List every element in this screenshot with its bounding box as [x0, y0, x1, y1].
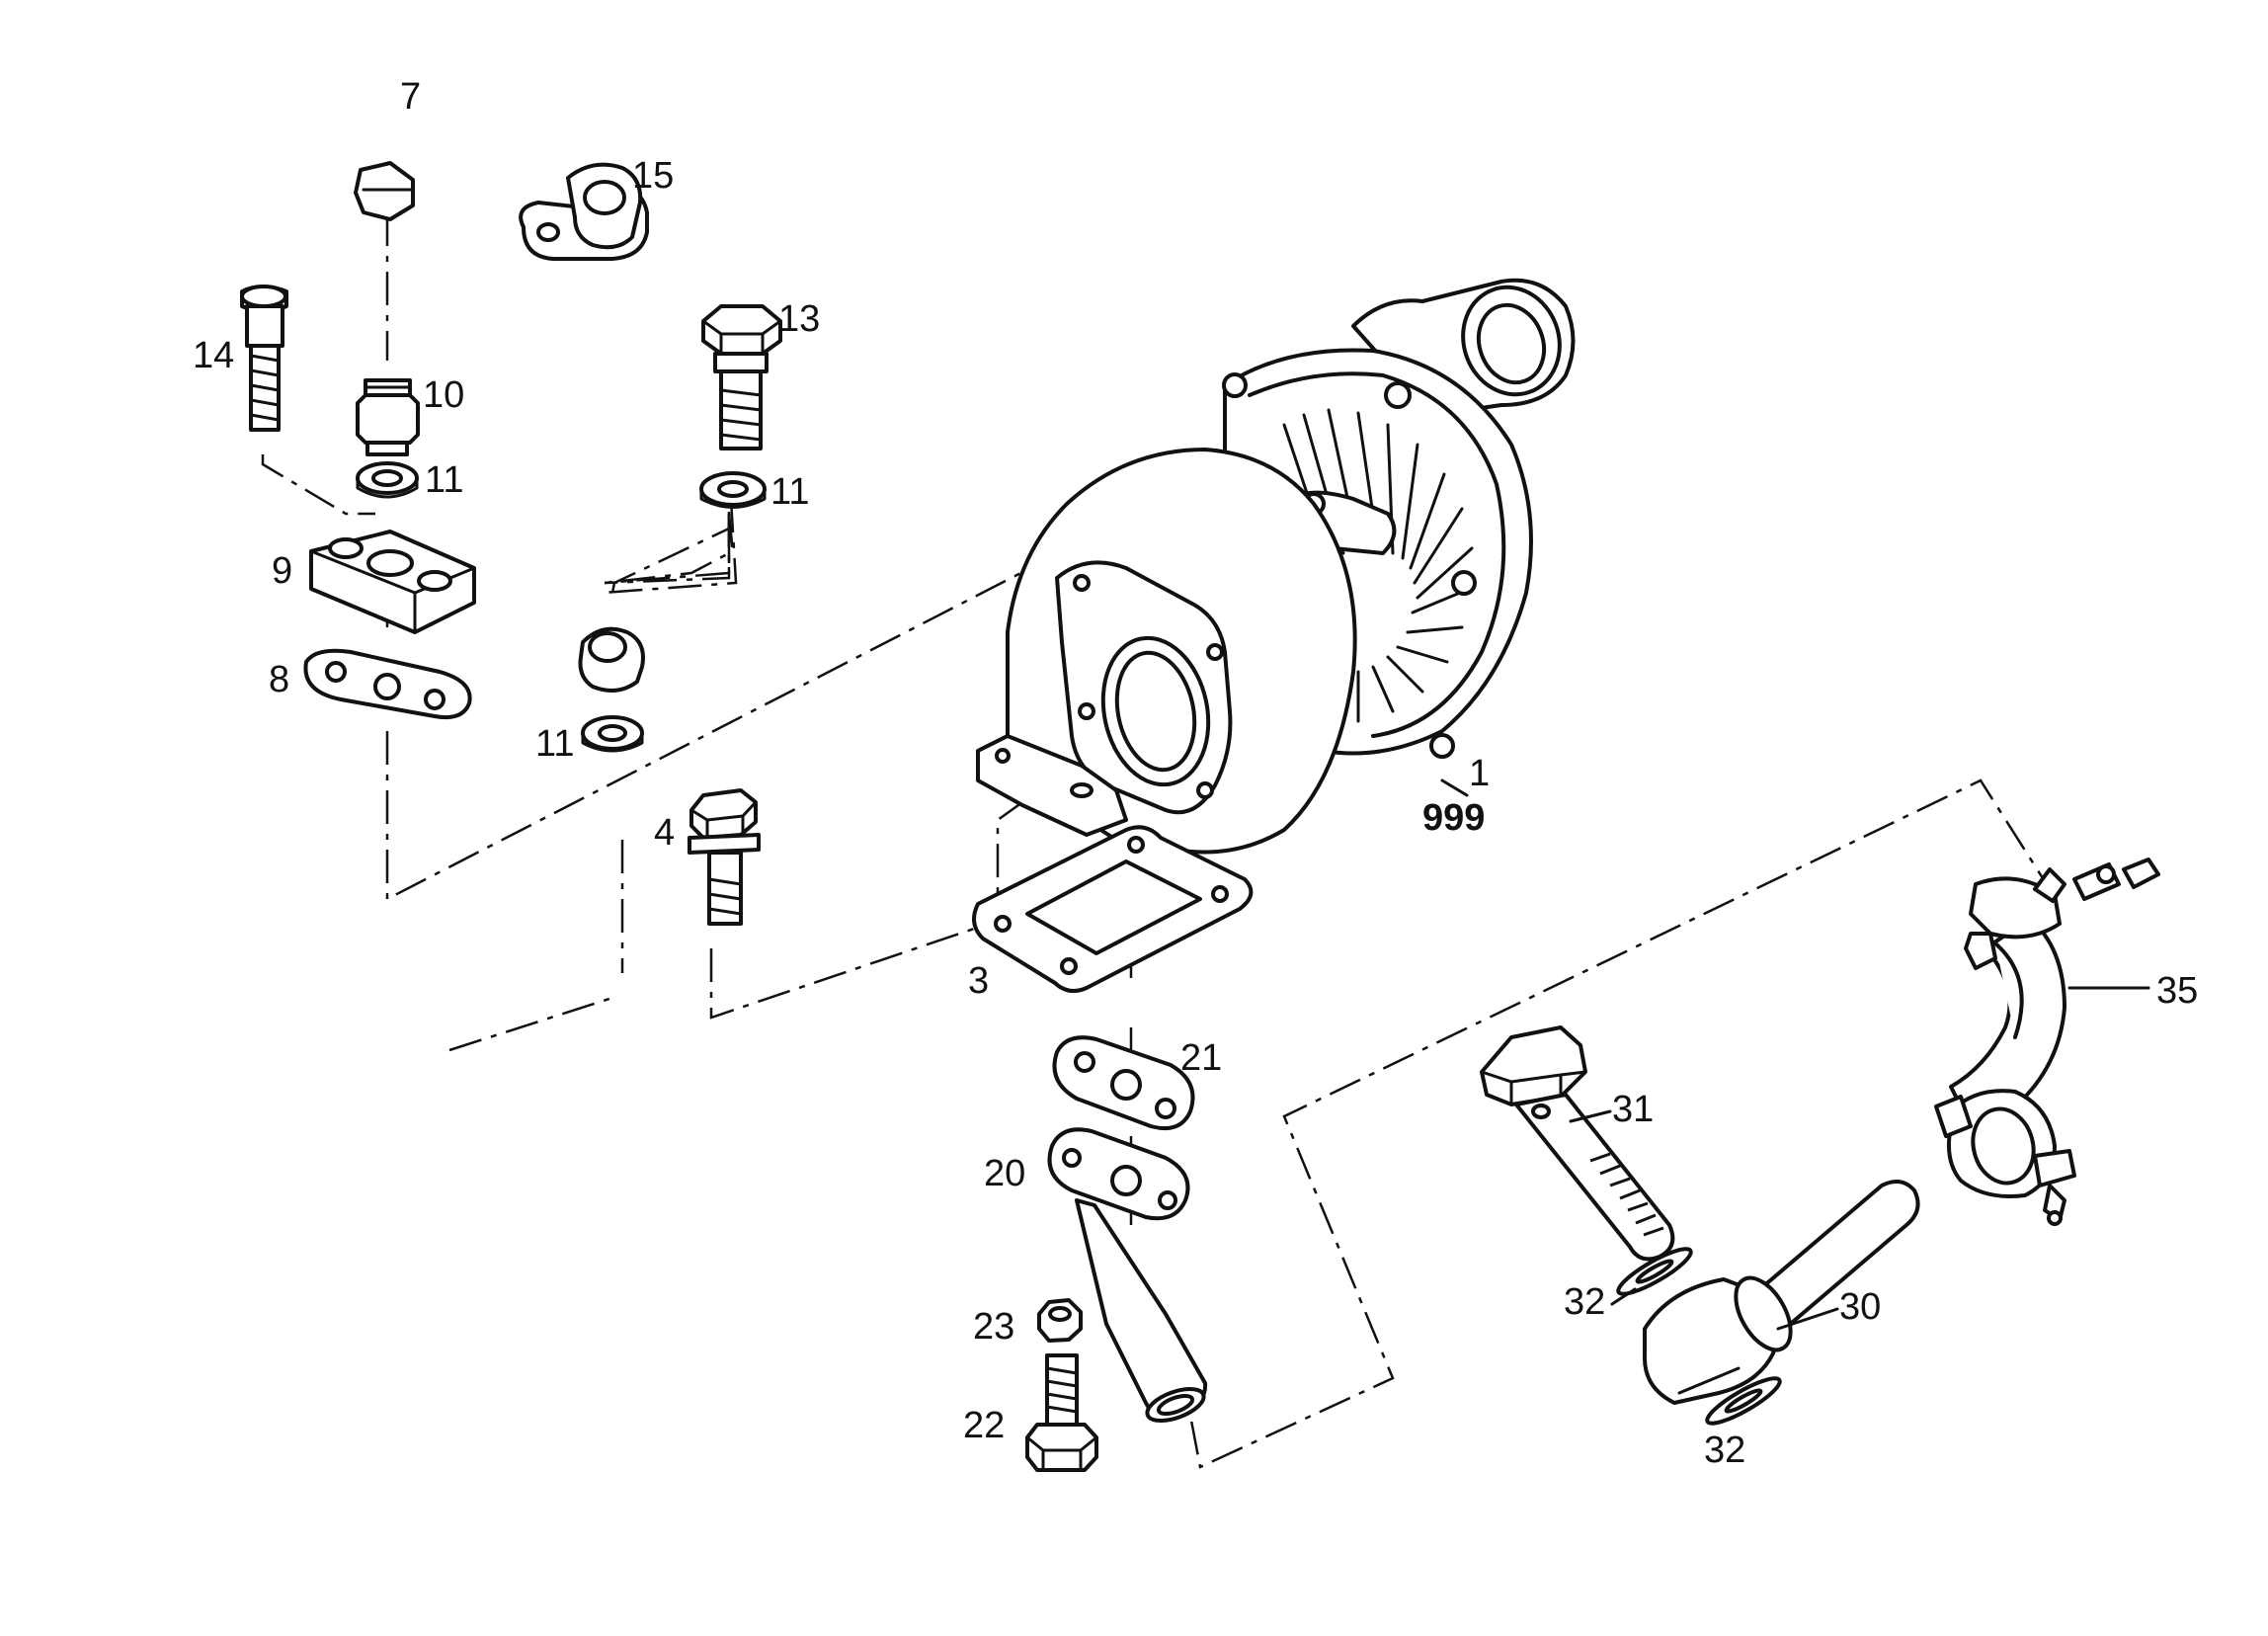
callout-21: 21	[1180, 1037, 1222, 1079]
callout-14: 14	[193, 335, 234, 376]
oil-adapter-block[interactable]	[309, 530, 476, 634]
callout-10: 10	[423, 374, 464, 416]
pipe-clip[interactable]	[519, 162, 649, 261]
callout-7: 7	[400, 76, 421, 118]
copper-washer-lower[interactable]	[1703, 1371, 1785, 1430]
callout-4: 4	[654, 812, 675, 854]
banjo-union[interactable]	[356, 378, 420, 456]
sealing-washer-upper-left[interactable]	[356, 461, 419, 499]
callout-11-upper-left: 11	[425, 459, 463, 501]
block-gasket[interactable]	[303, 648, 472, 720]
callout-3: 3	[968, 960, 989, 1002]
callout-1: 1	[1469, 753, 1490, 794]
callout-32-upper: 32	[1564, 1281, 1605, 1323]
oil-feed-pipe[interactable]	[354, 131, 645, 693]
callout-9: 9	[272, 550, 292, 592]
callout-32-lower: 32	[1704, 1430, 1745, 1471]
callout-11-lower: 11	[535, 723, 574, 765]
socket-cap-screw[interactable]	[240, 285, 288, 432]
callout-13: 13	[778, 298, 820, 340]
sealing-washer-lower[interactable]	[581, 715, 644, 753]
hex-bolt-small[interactable]	[1025, 1353, 1098, 1472]
callout-labels: 1 999 3 4 7 8 9 10 11 11 11 13 14 15 20 …	[193, 76, 2198, 1471]
turbocharger[interactable]	[976, 274, 1576, 855]
oil-drain-tube[interactable]	[1047, 1127, 1208, 1427]
callout-22: 22	[963, 1405, 1005, 1446]
sealing-washer-upper-right[interactable]	[699, 471, 767, 509]
callout-35: 35	[2156, 970, 2198, 1012]
hex-banjo-bolt[interactable]	[701, 304, 782, 450]
callout-31: 31	[1612, 1089, 1654, 1130]
callout-15: 15	[632, 155, 674, 197]
label-leaders	[1440, 778, 2150, 1331]
callout-8: 8	[269, 659, 289, 700]
callout-11-upper-right: 11	[770, 471, 809, 513]
banjo-bolt-large[interactable]	[1480, 1025, 1675, 1262]
callout-30: 30	[1839, 1286, 1881, 1328]
callout-23: 23	[973, 1306, 1014, 1348]
flange-bolt[interactable]	[688, 788, 761, 926]
callout-999: 999	[1422, 797, 1485, 839]
hose-with-clamps[interactable]	[1934, 858, 2160, 1226]
banjo-fitting[interactable]	[1643, 1180, 1920, 1405]
turbine-flange-gasket[interactable]	[972, 825, 1254, 994]
copper-washer-upper[interactable]	[1614, 1242, 1696, 1300]
drain-gasket[interactable]	[1052, 1035, 1195, 1131]
callout-20: 20	[984, 1153, 1025, 1194]
hex-nut[interactable]	[1037, 1298, 1083, 1343]
